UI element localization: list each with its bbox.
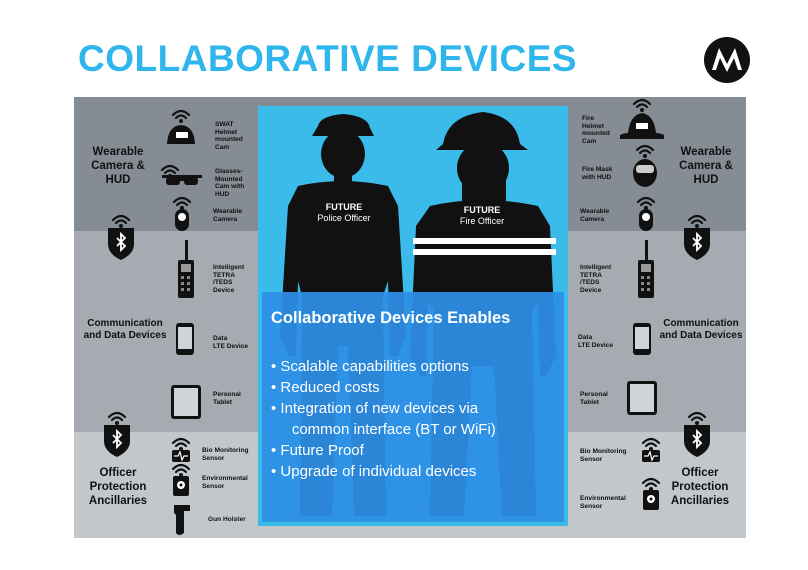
right-bio-sensor-icon [641,437,661,462]
phone-icon [176,323,194,355]
label-tetra: Intelligent TETRA /TEDS Device [213,264,245,294]
enables-list: • Scalable capabilities options • Reduce… [271,356,496,482]
right-category-communication: Communication and Data Devices [659,318,743,341]
label-right-bio: Bio Monitoring Sensor [580,448,627,463]
fire-title: Fire Officer [459,216,505,226]
page-title: COLLABORATIVE DEVICES [78,38,578,79]
left-category-protection: Officer Protection Ancillaries [88,467,148,507]
enables-box [262,292,564,522]
helmet-camera-icon [167,109,195,144]
label-fire-helmet: Fire Helmet mounted Cam [582,115,610,145]
left-bluetooth-shield-icon [107,214,135,261]
label-tablet: Personal Tablet [213,391,241,406]
enables-bullet: • Integration of new devices via [271,400,479,417]
bio-sensor-icon [171,437,191,462]
right-bluetooth-shield-icon-2 [683,411,711,458]
police-future: FUTURE [325,202,363,212]
label-wearable-camera: Wearable Camera [213,208,243,223]
right-phone-icon [633,323,651,355]
label-right-env: Environmental Sensor [580,495,626,510]
enables-title: Collaborative Devices Enables [271,309,511,327]
right-environmental-sensor-icon [641,477,661,510]
radio-icon [178,240,194,298]
tablet-icon [171,385,201,419]
gun-holster-icon [174,505,190,535]
right-radio-icon [638,240,654,298]
left-bluetooth-shield-icon-2 [103,411,131,458]
fire-future: FUTURE [463,205,501,215]
wearable-camera-icon [172,196,192,231]
right-category-wearable: Wearable Camera & HUD [679,146,733,186]
enables-bullet: • Scalable capabilities options [271,358,469,375]
glasses-camera-icon [160,164,202,185]
right-wearable-camera-icon [636,196,656,231]
left-category-communication: Communication and Data Devices [83,318,167,341]
fire-helmet-icon [620,98,664,139]
motorola-logo [704,37,750,83]
right-category-protection: Officer Protection Ancillaries [670,467,730,507]
label-glasses: Glasses- Mounted Cam with HUD [215,168,245,198]
right-tablet-icon [627,381,657,415]
label-right-lte: Data LTE Device [578,334,614,349]
label-lte: Data LTE Device [213,335,249,350]
label-env: Environmental Sensor [202,475,248,490]
fire-officer-label: FUTURE Fire Officer [442,205,522,227]
fire-mask-icon [633,144,657,187]
label-swat: SWAT Helmet mounted Cam [215,121,243,151]
label-bio: Bio Monitoring Sensor [202,447,249,462]
label-right-tablet: Personal Tablet [580,391,608,406]
right-bluetooth-shield-icon [683,214,711,261]
left-category-wearable: Wearable Camera & HUD [91,146,145,186]
label-right-wearable-camera: Wearable Camera [580,208,610,223]
enables-bullet: • Upgrade of individual devices [271,463,477,480]
environmental-sensor-icon [171,463,191,496]
police-title: Police Officer [317,213,371,223]
label-holster: Gun Holster [208,516,246,523]
label-right-tetra: Intelligent TETRA /TEDS Device [580,264,612,294]
enables-bullet: common interface (BT or WiFi) [271,421,496,438]
label-fire-mask: Fire Mask with HUD [582,166,613,181]
police-officer-label: FUTURE Police Officer [300,202,388,224]
enables-bullet: • Reduced costs [271,379,380,396]
enables-bullet: • Future Proof [271,442,364,459]
